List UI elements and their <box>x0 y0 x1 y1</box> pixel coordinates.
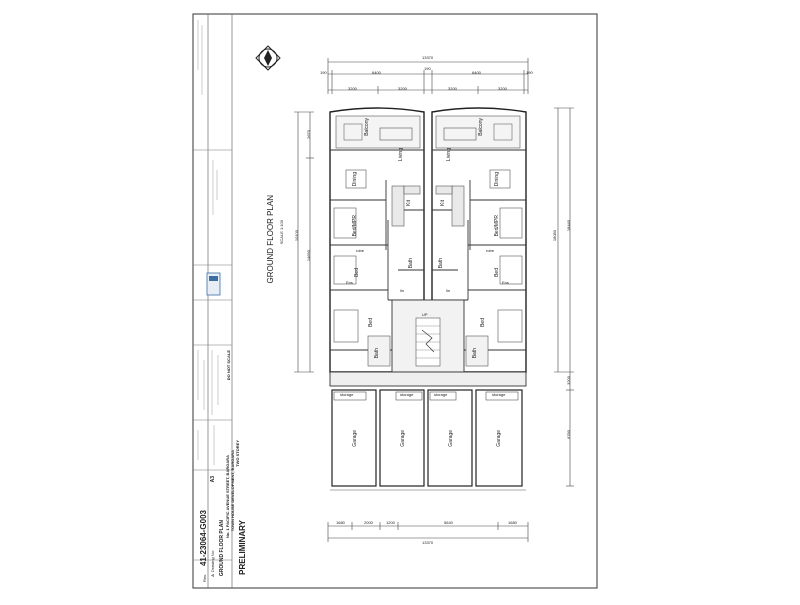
logo-mark <box>209 276 218 281</box>
central-stair <box>391 299 465 373</box>
dim-bottom-seg: 1200 <box>386 520 395 525</box>
project-line-3: No. 1 PACIFIC AVENUE STREET, BARGARA <box>225 455 230 539</box>
room-bed: Bed <box>354 268 360 277</box>
dim-bottom-overall: 13370 <box>422 540 434 545</box>
project-line-1: TWO STOREY <box>235 440 240 467</box>
living-sofas <box>379 127 477 141</box>
dim-left: 2670 <box>306 130 311 139</box>
dim-bottom-seg: 5640 <box>444 520 453 525</box>
status-label: PRELIMINARY <box>238 520 247 575</box>
room-bed: Bed <box>494 268 500 277</box>
room-kit: Kit <box>440 200 446 206</box>
do-not-scale-note: DO NOT SCALE <box>226 350 231 381</box>
room-bed-mpr: Bed/MPR <box>352 215 358 237</box>
plan-scale: SCALE 1:100 <box>279 220 284 245</box>
north-arrow-icon <box>255 45 281 71</box>
building-outline <box>329 107 527 373</box>
garage-storage <box>333 391 519 401</box>
room-garage: Garage <box>448 430 454 447</box>
ensuites <box>367 335 489 367</box>
dining-tables <box>345 169 511 189</box>
room-robe: robe <box>356 248 365 253</box>
drawing-no-label: Drawing No: <box>210 550 215 573</box>
room-dining: Dining <box>352 172 358 187</box>
dim-right: 18080 <box>552 230 557 242</box>
room-bed: Bed <box>480 318 486 327</box>
room-garage: Garage <box>496 430 502 447</box>
strip-text-lines <box>197 20 219 465</box>
room-kit: Kit <box>406 200 412 206</box>
dim-left: 10100 <box>294 230 299 242</box>
room-robe: robe <box>486 248 495 253</box>
dim-top-seg: 190 <box>320 70 327 75</box>
dim-bottom-seg: 1680 <box>508 520 517 525</box>
dim-top-sub: 3200 <box>448 86 457 91</box>
rev-label: Rev. <box>202 574 207 582</box>
room-bath: Bath <box>408 258 414 269</box>
room-lin: lin <box>446 288 451 293</box>
sheet-size: A3 <box>210 476 216 483</box>
drawing-title: GROUND FLOOR PLAN <box>219 520 225 577</box>
dim-top-seg: 190 <box>526 70 533 75</box>
room-living: Living <box>398 148 404 162</box>
room-bed-mpr: Bed/MPR <box>494 215 500 237</box>
room-storage: storage <box>434 392 448 397</box>
room-storage: storage <box>400 392 414 397</box>
bed-furniture <box>333 207 523 343</box>
room-bath: Bath <box>438 258 444 269</box>
dim-left: 14690 <box>306 250 311 262</box>
room-garage: Garage <box>352 430 358 447</box>
room-bath: Bath <box>472 348 478 359</box>
room-storage: storage <box>492 392 506 397</box>
right-dimensions <box>554 107 574 487</box>
dim-right: 6780 <box>566 430 571 439</box>
room-bath: Bath <box>374 348 380 359</box>
dim-top-sub: 3200 <box>398 86 407 91</box>
room-ens: Ens <box>346 280 353 285</box>
stair-up-label: UP <box>422 312 428 317</box>
dim-bottom-seg: 1680 <box>336 520 345 525</box>
balconies <box>335 115 521 149</box>
drawing-number: 41-23064-G003 <box>199 510 208 567</box>
garages <box>331 389 523 487</box>
sheet-border <box>192 13 598 589</box>
dim-top-sub: 3200 <box>498 86 507 91</box>
dim-bottom-seg: 2000 <box>364 520 373 525</box>
room-storage: storage <box>340 392 354 397</box>
dim-right-overall: 18440 <box>566 220 571 232</box>
project-line-2: TOWN HOUSE DEVELOPMENT, BARGARA <box>230 450 235 532</box>
porch <box>329 371 527 387</box>
room-balcony: Balcony <box>478 118 484 136</box>
bottom-dimensions <box>327 522 529 542</box>
dim-right: 3200 <box>566 376 571 385</box>
dim-top-seg: 190 <box>424 66 431 71</box>
left-dimensions <box>294 111 314 373</box>
dim-top-seg: 6400 <box>472 70 481 75</box>
rev-value: A <box>210 574 215 577</box>
room-bed: Bed <box>368 318 374 327</box>
room-ens: Ens <box>502 280 509 285</box>
dim-top-sub: 3200 <box>348 86 357 91</box>
room-living: Living <box>446 148 452 162</box>
dim-top-seg: 6400 <box>372 70 381 75</box>
room-balcony: Balcony <box>364 118 370 136</box>
kitchen-benches <box>391 185 465 227</box>
room-garage: Garage <box>400 430 406 447</box>
room-dining: Dining <box>494 172 500 187</box>
room-lin: lin <box>400 288 405 293</box>
top-dimensions <box>327 58 529 94</box>
plan-title: GROUND FLOOR PLAN <box>266 195 275 284</box>
dim-top-overall: 13370 <box>422 55 434 60</box>
